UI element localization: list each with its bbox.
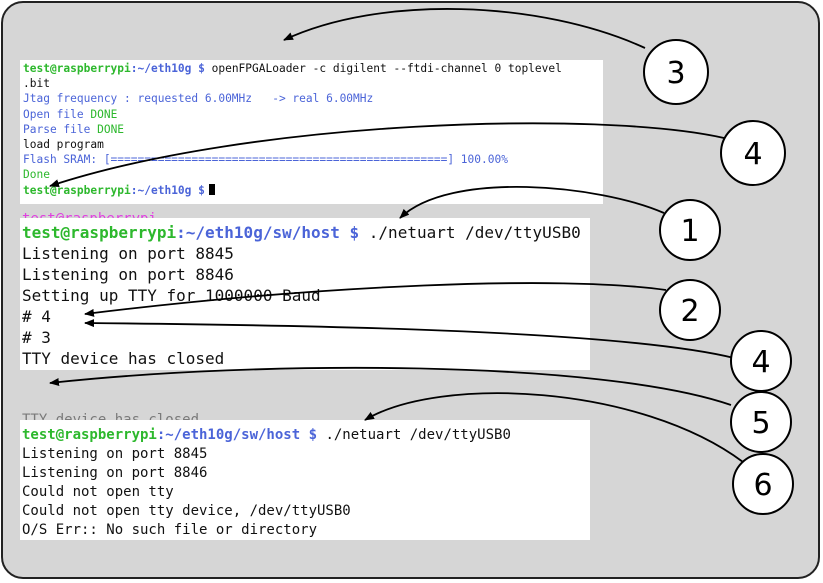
output-line: O/S Err:: No such file or directory bbox=[22, 522, 318, 538]
parse-file-status: DONE bbox=[97, 122, 125, 136]
callout-number: 1 bbox=[680, 214, 699, 249]
command-line: test@raspberrypi:~/eth10g/sw/host $ ./ne… bbox=[22, 426, 590, 445]
cursor-block bbox=[208, 183, 215, 195]
output-line: Listening on port 8845 bbox=[22, 446, 208, 462]
callout-arrow-1 bbox=[399, 186, 665, 219]
callout-number: 3 bbox=[666, 56, 685, 91]
parse-file-line: Parse file DONE bbox=[23, 122, 603, 137]
jtag-line: Jtag frequency : requested 6.00MHz -> re… bbox=[23, 92, 374, 106]
prompt-user: test@raspberrypi bbox=[22, 223, 177, 242]
callout-arrow-5 bbox=[49, 366, 732, 406]
callout-badge-4b: 4 bbox=[730, 330, 792, 392]
prompt-path: :~/eth10g/sw/host $ bbox=[176, 223, 360, 242]
command-line: test@raspberrypi:~/eth10g $ openFPGALoad… bbox=[23, 61, 603, 76]
callout-number: 5 bbox=[751, 406, 770, 441]
terminal-netuart-success: test@raspberrypi:~/eth10g/sw/host $ ./ne… bbox=[20, 218, 590, 370]
callout-arrow-2 bbox=[84, 282, 667, 317]
output-line: TTY device has closed bbox=[22, 349, 225, 368]
prompt-path: :~/eth10g/sw/host $ bbox=[156, 427, 318, 443]
command-line: test@raspberrypi:~/eth10g/sw/host $ ./ne… bbox=[22, 222, 590, 243]
clipped-previous-line: TTY device has closed bbox=[22, 413, 199, 420]
callout-badge-6: 6 bbox=[732, 453, 794, 515]
prompt-user: test@raspberrypi bbox=[22, 427, 157, 443]
callout-number: 2 bbox=[680, 294, 699, 329]
callout-badge-2: 2 bbox=[659, 279, 721, 341]
flash-progress-line: Flash SRAM: [===========================… bbox=[23, 153, 508, 167]
callout-badge-3: 3 bbox=[643, 39, 709, 105]
callout-badge-4: 4 bbox=[720, 120, 786, 186]
terminal-openfpgaloader: test@raspberrypi:~/eth10g $ openFPGALoad… bbox=[20, 60, 603, 204]
callout-arrow-4-mid bbox=[84, 319, 735, 359]
callout-arrow-6 bbox=[364, 392, 744, 463]
callout-number: 4 bbox=[743, 137, 762, 172]
command-text: ./netuart /dev/ttyUSB0 bbox=[359, 223, 581, 242]
output-line: Setting up TTY for 1000000 Baud bbox=[22, 286, 321, 305]
output-line: # 4 bbox=[22, 307, 51, 326]
command-text: ./netuart /dev/ttyUSB0 bbox=[317, 427, 511, 443]
parse-file-label: Parse file bbox=[23, 122, 98, 136]
command-continuation: .bit bbox=[23, 77, 50, 91]
output-line: Could not open tty device, /dev/ttyUSB0 bbox=[22, 503, 351, 519]
done-line: Done bbox=[23, 168, 50, 182]
prompt-path: :~/eth10g $ bbox=[130, 183, 205, 197]
command-text: openFPGALoader -c digilent --ftdi-channe… bbox=[204, 62, 562, 75]
output-line: # 3 bbox=[22, 328, 51, 347]
callout-badge-5: 5 bbox=[730, 391, 792, 453]
callout-badge-1: 1 bbox=[659, 199, 721, 261]
output-line: Could not open tty bbox=[22, 484, 174, 500]
clipped-previous-line: test@raspberrypi bbox=[22, 212, 157, 218]
callout-number: 4 bbox=[751, 345, 770, 380]
output-line: Listening on port 8846 bbox=[22, 465, 208, 481]
open-file-line: Open file DONE bbox=[23, 107, 603, 122]
output-line: Listening on port 8846 bbox=[22, 265, 234, 284]
callout-arrow-4-top bbox=[49, 122, 725, 187]
open-file-label: Open file bbox=[23, 107, 91, 121]
output-line: Listening on port 8845 bbox=[22, 244, 234, 263]
prompt-user: test@raspberrypi bbox=[23, 62, 131, 75]
prompt-path: :~/eth10g $ bbox=[130, 62, 205, 75]
terminal-netuart-error: test@raspberrypi:~/eth10g/sw/host $ ./ne… bbox=[20, 420, 590, 540]
open-file-status: DONE bbox=[90, 107, 118, 121]
load-program-line: load program bbox=[23, 138, 104, 152]
callout-number: 6 bbox=[753, 468, 772, 503]
callout-arrow-3 bbox=[283, 8, 646, 49]
